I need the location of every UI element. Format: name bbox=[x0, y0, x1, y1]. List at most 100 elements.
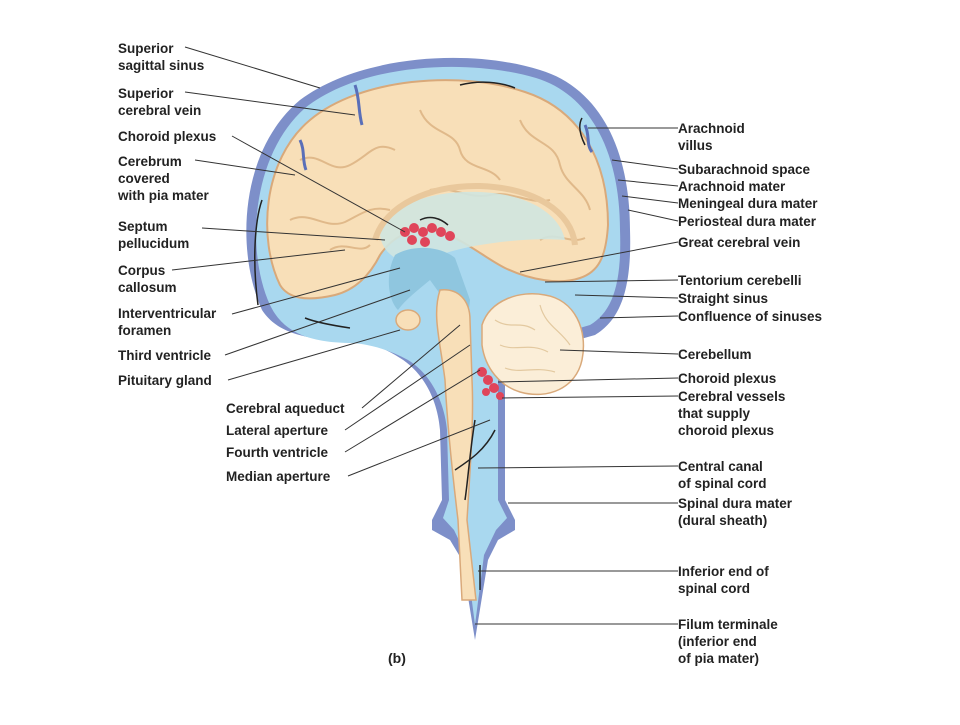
leader-line-meningeal-dura-mater bbox=[621, 195, 679, 204]
label-line: pellucidum bbox=[118, 236, 190, 251]
leader-line-lateral-aperture bbox=[344, 344, 471, 431]
label-choroid-plexus-right: Choroid plexus bbox=[678, 370, 776, 387]
panel-label: (b) bbox=[388, 650, 406, 666]
label-line: Third ventricle bbox=[118, 348, 212, 363]
label-line: Spinal dura mater bbox=[678, 496, 793, 511]
label-line: Cerebral vessels bbox=[678, 389, 786, 404]
label-line: cerebral vein bbox=[118, 103, 202, 118]
label-inferior-end-spinal-cord: Inferior end of spinal cord bbox=[678, 563, 769, 597]
sinus-veins bbox=[298, 84, 594, 171]
label-central-canal: Central canal of spinal cord bbox=[678, 458, 767, 492]
leader-line-pituitary-gland bbox=[227, 329, 401, 381]
label-line: that supply bbox=[678, 406, 751, 421]
leader-line-median-aperture bbox=[347, 419, 491, 477]
label-line: Superior bbox=[118, 41, 174, 56]
label-line: Straight sinus bbox=[678, 291, 769, 306]
label-line: Choroid plexus bbox=[118, 129, 217, 144]
leader-line-third-ventricle bbox=[224, 289, 411, 356]
label-filum-terminale: Filum terminale (inferior end of pia mater… bbox=[678, 616, 778, 667]
leader-line-subarachnoid-space bbox=[611, 159, 679, 170]
leader-line-straight-sinus bbox=[574, 294, 679, 299]
label-line: Periosteal dura mater bbox=[678, 214, 817, 229]
label-line: Superior bbox=[118, 86, 174, 101]
label-meningeal-dura-mater: Meningeal dura mater bbox=[678, 195, 818, 212]
label-periosteal-dura-mater: Periosteal dura mater bbox=[678, 213, 816, 230]
label-confluence-of-sinuses: Confluence of sinuses bbox=[678, 308, 822, 325]
leader-line-cerebrum bbox=[194, 159, 296, 176]
brainstem bbox=[435, 289, 477, 601]
label-subarachnoid-space: Subarachnoid space bbox=[678, 161, 810, 178]
label-choroid-plexus-left: Choroid plexus bbox=[118, 128, 216, 145]
label-line: (dural sheath) bbox=[678, 513, 768, 528]
label-line: Inferior end of bbox=[678, 564, 769, 579]
label-line: foramen bbox=[118, 323, 172, 338]
label-line: Cerebellum bbox=[678, 347, 752, 362]
label-line: Choroid plexus bbox=[678, 371, 777, 386]
label-line: Arachnoid bbox=[678, 121, 745, 136]
label-line: of spinal cord bbox=[678, 476, 767, 491]
label-line: Great cerebral vein bbox=[678, 235, 801, 250]
label-cerebral-vessels: Cerebral vessels that supply choroid plexu… bbox=[678, 388, 785, 439]
label-line: covered bbox=[118, 171, 170, 186]
label-line: Subarachnoid space bbox=[678, 162, 811, 177]
label-tentorium-cerebelli: Tentorium cerebelli bbox=[678, 272, 802, 289]
label-line: Confluence of sinuses bbox=[678, 309, 823, 324]
label-line: spinal cord bbox=[678, 581, 751, 596]
label-superior-cerebral-vein: Superior cerebral vein bbox=[118, 85, 201, 119]
label-line: callosum bbox=[118, 280, 177, 295]
label-superior-sagittal-sinus: Superior sagittal sinus bbox=[118, 40, 204, 74]
leader-line-arachnoid-mater bbox=[617, 179, 679, 187]
label-line: Tentorium cerebelli bbox=[678, 273, 802, 288]
label-line: Meningeal dura mater bbox=[678, 196, 818, 211]
label-line: of pia mater) bbox=[678, 651, 760, 666]
label-line: Interventricular bbox=[118, 306, 217, 321]
label-line: choroid plexus bbox=[678, 423, 775, 438]
leader-line-great-cerebral-vein bbox=[519, 241, 679, 273]
label-line: Median aperture bbox=[226, 469, 331, 484]
label-interventricular-foramen: Interventricular foramen bbox=[118, 305, 216, 339]
label-fourth-ventricle: Fourth ventricle bbox=[226, 444, 328, 461]
label-median-aperture: Median aperture bbox=[226, 468, 330, 485]
label-line: Lateral aperture bbox=[226, 423, 329, 438]
leader-line-cerebellum bbox=[559, 349, 679, 355]
label-straight-sinus: Straight sinus bbox=[678, 290, 768, 307]
leader-line-corpus-callosum bbox=[171, 249, 346, 271]
label-line: with pia mater bbox=[118, 188, 209, 203]
leader-line-fourth-ventricle bbox=[344, 369, 481, 453]
leader-line-periosteal-dura-mater bbox=[627, 209, 679, 222]
label-line: Pituitary gland bbox=[118, 373, 212, 388]
leader-line-cerebral-aqueduct bbox=[361, 324, 461, 409]
leader-line-cerebral-vessels bbox=[501, 395, 679, 399]
label-arachnoid-mater: Arachnoid mater bbox=[678, 178, 785, 195]
label-cerebral-aqueduct: Cerebral aqueduct bbox=[226, 400, 345, 417]
label-line: villus bbox=[678, 138, 713, 153]
label-great-cerebral-vein: Great cerebral vein bbox=[678, 234, 800, 251]
label-arachnoid-villus: Arachnoid villus bbox=[678, 120, 745, 154]
leader-line-tentorium-cerebelli bbox=[544, 279, 679, 283]
label-line: Fourth ventricle bbox=[226, 445, 329, 460]
pituitary-gland-shape bbox=[395, 309, 421, 331]
leader-line-superior-sagittal-sinus bbox=[184, 46, 321, 89]
leader-line-interventricular-foramen bbox=[231, 267, 401, 315]
label-line: Central canal bbox=[678, 459, 763, 474]
label-line: Arachnoid mater bbox=[678, 179, 786, 194]
label-line: (inferior end bbox=[678, 634, 757, 649]
label-third-ventricle: Third ventricle bbox=[118, 347, 211, 364]
corpus-callosum-arc bbox=[372, 182, 578, 246]
label-septum-pellucidum: Septum pellucidum bbox=[118, 218, 189, 252]
label-lateral-aperture: Lateral aperture bbox=[226, 422, 328, 439]
leader-line-superior-cerebral-vein bbox=[184, 91, 356, 116]
label-line: Cerebral aqueduct bbox=[226, 401, 345, 416]
leader-line-septum-pellucidum bbox=[201, 227, 386, 241]
label-line: Corpus bbox=[118, 263, 166, 278]
label-cerebellum: Cerebellum bbox=[678, 346, 752, 363]
choroid-plexus-upper bbox=[400, 223, 455, 247]
leader-line-choroid-plexus-right bbox=[497, 377, 679, 383]
label-line: Septum bbox=[118, 219, 168, 234]
leader-line-central-canal bbox=[477, 465, 679, 469]
label-line: Filum terminale bbox=[678, 617, 778, 632]
label-line: sagittal sinus bbox=[118, 58, 205, 73]
csf-flow-arrows bbox=[254, 81, 586, 590]
